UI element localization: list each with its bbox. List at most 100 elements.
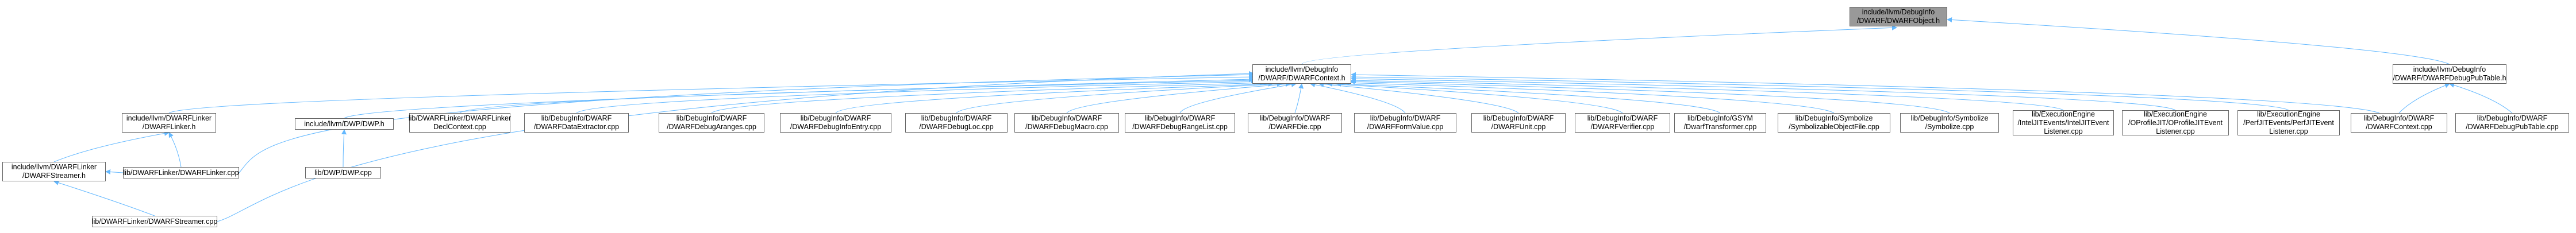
node-label-line: lib/DWARFLinker/DWARFLinker xyxy=(408,114,512,122)
node-label-line: lib/DebugInfo/Symbolize xyxy=(1795,114,1873,122)
node-dwarfdebugmacro-cpp[interactable]: lib/DebugInfo/DWARF/DWARFDebugMacro.cpp xyxy=(1014,113,1119,133)
node-label-line: lib/ExecutionEngine xyxy=(2144,110,2207,118)
node-label-line: Listener.cpp xyxy=(2156,127,2195,135)
node-label-line: lib/DebugInfo/DWARF xyxy=(2363,114,2435,122)
node-label-line: include/llvm/DWARFLinker xyxy=(11,163,97,171)
node-dwarflinker-cpp[interactable]: lib/DWARFLinker/DWARFLinker.cpp xyxy=(123,167,239,178)
node-label-line: /DwarfTransformer.cpp xyxy=(1683,123,1757,131)
node-label-line: /DWARFFormValue.cpp xyxy=(1367,123,1444,131)
edge-n6-to-n1 xyxy=(576,79,1259,114)
node-label-line: /DWARF/DWARFContext.h xyxy=(1258,74,1345,82)
edge-n22-to-n2 xyxy=(2398,83,2450,114)
edge-n13-to-n1 xyxy=(1310,82,1406,114)
node-label-line: Listener.cpp xyxy=(2269,127,2308,135)
node-label-line: DeclContext.cpp xyxy=(433,123,486,131)
node-label-line: /Symbolize.cpp xyxy=(1925,123,1974,131)
node-label-line: lib/DWP/DWP.cpp xyxy=(314,168,372,177)
node-dwp-cpp[interactable]: lib/DWP/DWP.cpp xyxy=(305,167,381,178)
node-dwarfunit-cpp[interactable]: lib/DebugInfo/DWARF/DWARFUnit.cpp xyxy=(1471,113,1566,133)
node-label-line: /DWARF/DWARFDebugPubTable.h xyxy=(2393,74,2506,82)
node-dwarfdebugaranges-cpp[interactable]: lib/DebugInfo/DWARF/DWARFDebugAranges.cp… xyxy=(659,113,764,133)
node-label-line: lib/DebugInfo/DWARF xyxy=(1370,114,1441,122)
node-label-line: /OProfileJIT/OProfileJITEvent xyxy=(2128,118,2223,127)
node-oprofilejiteventlistener-cpp[interactable]: lib/ExecutionEngine/OProfileJIT/OProfile… xyxy=(2122,110,2229,135)
edge-n20-to-n1 xyxy=(1351,76,2176,111)
node-label-line: /DWARFVerifier.cpp xyxy=(1590,123,1655,131)
node-label-line: lib/DWARFLinker/DWARFLinker.cpp xyxy=(123,168,239,177)
node-dwarfdataextractor-cpp[interactable]: lib/DebugInfo/DWARF/DWARFDataExtractor.c… xyxy=(524,113,629,133)
node-label-line: /DWARFContext.cpp xyxy=(2366,123,2432,131)
node-dwarfobject-h: include/llvm/DebugInfo/DWARF/DWARFObject… xyxy=(1850,7,1947,26)
edge-n15-to-n1 xyxy=(1327,81,1623,114)
node-label-line: lib/DebugInfo/DWARF xyxy=(921,114,992,122)
edge-n21-to-n1 xyxy=(1351,74,2289,111)
node-dwarfstreamer-h[interactable]: include/llvm/DWARFLinker/DWARFStreamer.h xyxy=(2,162,106,181)
node-label-line: lib/DebugInfo/DWARF xyxy=(2477,114,2548,122)
edge-n12-to-n1 xyxy=(1294,83,1304,114)
node-dwarfcontext-h[interactable]: include/llvm/DebugInfo/DWARF/DWARFContex… xyxy=(1252,64,1351,84)
node-label-line: lib/DebugInfo/DWARF xyxy=(800,114,871,122)
edge-n8-to-n1 xyxy=(835,81,1274,114)
edge-n25-to-n24 xyxy=(105,169,124,174)
node-label-line: /DWARFDie.cpp xyxy=(1268,123,1321,131)
edge-n25-to-n3 xyxy=(168,132,182,168)
node-dwarfdebugloc-cpp[interactable]: lib/DebugInfo/DWARF/DWARFDebugLoc.cpp xyxy=(905,113,1008,133)
node-dwp-h[interactable]: include/llvm/DWP/DWP.h xyxy=(295,118,394,130)
node-label-line: include/llvm/DebugInfo xyxy=(1265,65,1339,73)
node-dwarfdie-cpp[interactable]: lib/DebugInfo/DWARF/DWARFDie.cpp xyxy=(1248,113,1342,133)
node-label-line: include/llvm/DWARFLinker xyxy=(126,114,212,122)
edge-n16-to-n1 xyxy=(1336,81,1721,114)
node-inteljiteventlistener-cpp[interactable]: lib/ExecutionEngine/IntelJITEvents/Intel… xyxy=(2013,110,2114,135)
node-label-line: lib/DebugInfo/DWARF xyxy=(1259,114,1331,122)
node-label-line: /DWARFDebugMacro.cpp xyxy=(1025,123,1109,131)
node-label-line: /DWARFStreamer.h xyxy=(22,172,86,180)
node-label-line: /PerfJITEvents/PerfJITEvent xyxy=(2243,118,2334,127)
node-label-line: /DWARFDebugAranges.cpp xyxy=(667,123,756,131)
node-dwarfverifier-cpp[interactable]: lib/DebugInfo/DWARF/DWARFVerifier.cpp xyxy=(1575,113,1670,133)
node-perfjiteventlistener-cpp[interactable]: lib/ExecutionEngine/PerfJITEvents/PerfJI… xyxy=(2237,110,2340,135)
node-dwarfdebugpubtable-cpp[interactable]: lib/DebugInfo/DWARF/DWARFDebugPubTable.c… xyxy=(2455,113,2569,133)
edge-n4-to-n1 xyxy=(344,76,1254,119)
node-symbolize-cpp[interactable]: lib/DebugInfo/Symbolize/Symbolize.cpp xyxy=(1900,113,1999,133)
node-dwarflinker-h[interactable]: include/llvm/DWARFLinker/DWARFLinker.h xyxy=(122,113,216,133)
node-label-line: Listener.cpp xyxy=(2044,127,2083,135)
node-label-line: /IntelJITEvents/IntelJITEvent xyxy=(2017,118,2109,127)
edge-n18-to-n1 xyxy=(1349,79,1950,114)
node-dwarfdebugpubtable-h[interactable]: include/llvm/DebugInfo/DWARF/DWARFDebugP… xyxy=(2393,64,2506,84)
node-label-line: /DWARFDebugRangeList.cpp xyxy=(1132,123,1228,131)
node-dwarfcontext-cpp[interactable]: lib/DebugInfo/DWARF/DWARFContext.cpp xyxy=(2351,113,2447,133)
node-label-line: lib/DebugInfo/Symbolize xyxy=(1910,114,1989,122)
edge-n14-to-n1 xyxy=(1318,81,1519,114)
node-label-line: lib/DebugInfo/DWARF xyxy=(541,114,612,122)
edge-n27-to-n24 xyxy=(53,180,155,216)
node-dwarfformvalue-cpp[interactable]: lib/DebugInfo/DWARF/DWARFFormValue.cpp xyxy=(1354,113,1456,133)
node-label-line: lib/DebugInfo/DWARF xyxy=(1144,114,1216,122)
edge-n19-to-n1 xyxy=(1351,77,2064,111)
edge-n23-to-n2 xyxy=(2449,83,2513,114)
node-dwarfstreamer-cpp[interactable]: lib/DWARFLinker/DWARFStreamer.cpp xyxy=(92,216,217,227)
node-label-line: /DWARFDebugInfoEntry.cpp xyxy=(790,123,882,131)
node-label-line: /DWARFDebugLoc.cpp xyxy=(919,123,994,131)
node-label-line: /DWARF/DWARFObject.h xyxy=(1856,17,1940,25)
edge-n17-to-n1 xyxy=(1344,80,1835,114)
node-dwarfdebugrangelist-cpp[interactable]: lib/DebugInfo/DWARF/DWARFDebugRangeList.… xyxy=(1125,113,1235,133)
node-symbolizableobjectfile-cpp[interactable]: lib/DebugInfo/Symbolize/SymbolizableObje… xyxy=(1778,113,1890,133)
node-label-line: include/llvm/DebugInfo xyxy=(2413,65,2486,73)
node-label-line: /DWARFUnit.cpp xyxy=(1491,123,1546,131)
node-label-line: include/llvm/DebugInfo xyxy=(1862,8,1935,16)
node-label-line: lib/DebugInfo/DWARF xyxy=(1587,114,1658,122)
edge-n7-to-n1 xyxy=(711,80,1265,114)
node-dwarftransformer-cpp[interactable]: lib/DebugInfo/GSYM/DwarfTransformer.cpp xyxy=(1674,113,1766,133)
node-label-line: /DWARFLinker.h xyxy=(142,123,196,131)
node-label-line: lib/DebugInfo/DWARF xyxy=(676,114,747,122)
node-label-line: lib/ExecutionEngine xyxy=(2032,110,2095,118)
node-label-line: lib/ExecutionEngine xyxy=(2257,110,2320,118)
node-label-line: /DWARFDataExtractor.cpp xyxy=(533,123,620,131)
node-dwarfdebuginfoentry-cpp[interactable]: lib/DebugInfo/DWARF/DWARFDebugInfoEntry.… xyxy=(780,113,891,133)
edge-n5-to-n1 xyxy=(459,77,1256,114)
node-label-line: lib/DebugInfo/GSYM xyxy=(1687,114,1753,122)
node-label-line: /SymbolizableObjectFile.cpp xyxy=(1789,123,1879,131)
